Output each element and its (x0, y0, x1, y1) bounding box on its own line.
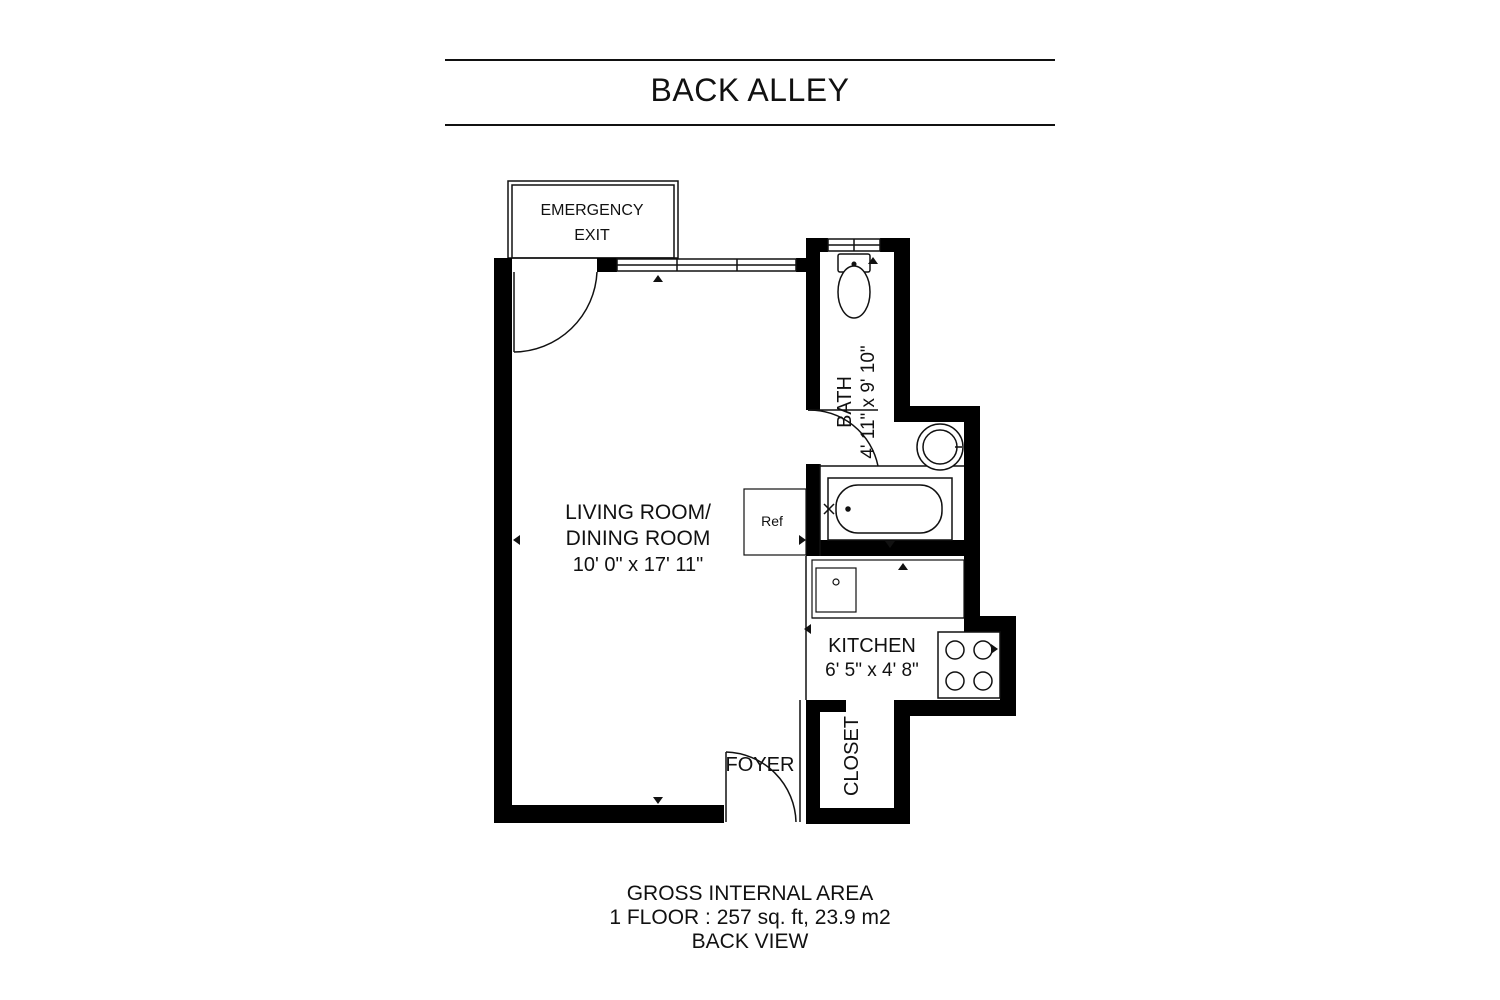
bath-label: BATH (834, 376, 856, 428)
ref-label: Ref (761, 513, 783, 529)
area-value: 1 FLOOR : 257 sq. ft, 23.9 m2 (609, 906, 891, 929)
sink-icon (916, 423, 964, 471)
header-top-rule (445, 59, 1055, 61)
bath-dimensions: 4' 11" x 9' 10" (858, 345, 879, 458)
direction-markers (513, 257, 998, 804)
living-room-label-line1: LIVING ROOM/ (565, 501, 711, 524)
bath-door (807, 409, 879, 467)
closet-label: CLOSET (841, 716, 863, 796)
area-summary: GROSS INTERNAL AREA 1 FLOOR : 257 sq. ft… (0, 882, 1500, 954)
kitchen-counter (811, 559, 965, 619)
foyer-label: FOYER (726, 754, 795, 776)
kitchen-dimensions: 6' 5" x 4' 8" (825, 660, 919, 681)
room-labels: EMERGENCY EXIT LIVING ROOM/ DINING ROOM … (540, 202, 918, 796)
back-window (616, 258, 797, 272)
stove-icon (937, 631, 1001, 699)
toilet-icon (837, 253, 871, 319)
refrigerator-icon (743, 488, 807, 556)
bathtub-icon (823, 477, 953, 541)
area-title: GROSS INTERNAL AREA (626, 882, 874, 905)
emergency-exit-balcony (507, 180, 679, 259)
bath-window (827, 238, 881, 252)
living-room-label-line2: DINING ROOM (566, 527, 711, 550)
emergency-exit-door (513, 271, 598, 353)
header-title: BACK ALLEY (650, 72, 850, 108)
emergency-exit-label-line1: EMERGENCY (540, 202, 643, 219)
living-room-dimensions: 10' 0" x 17' 11" (573, 554, 703, 576)
entry-door (725, 751, 797, 823)
emergency-exit-label-line2: EXIT (574, 227, 610, 244)
header-bottom-rule (445, 124, 1055, 126)
kitchen-label: KITCHEN (828, 635, 916, 657)
view-label: BACK VIEW (691, 930, 809, 953)
walls (494, 238, 1016, 824)
